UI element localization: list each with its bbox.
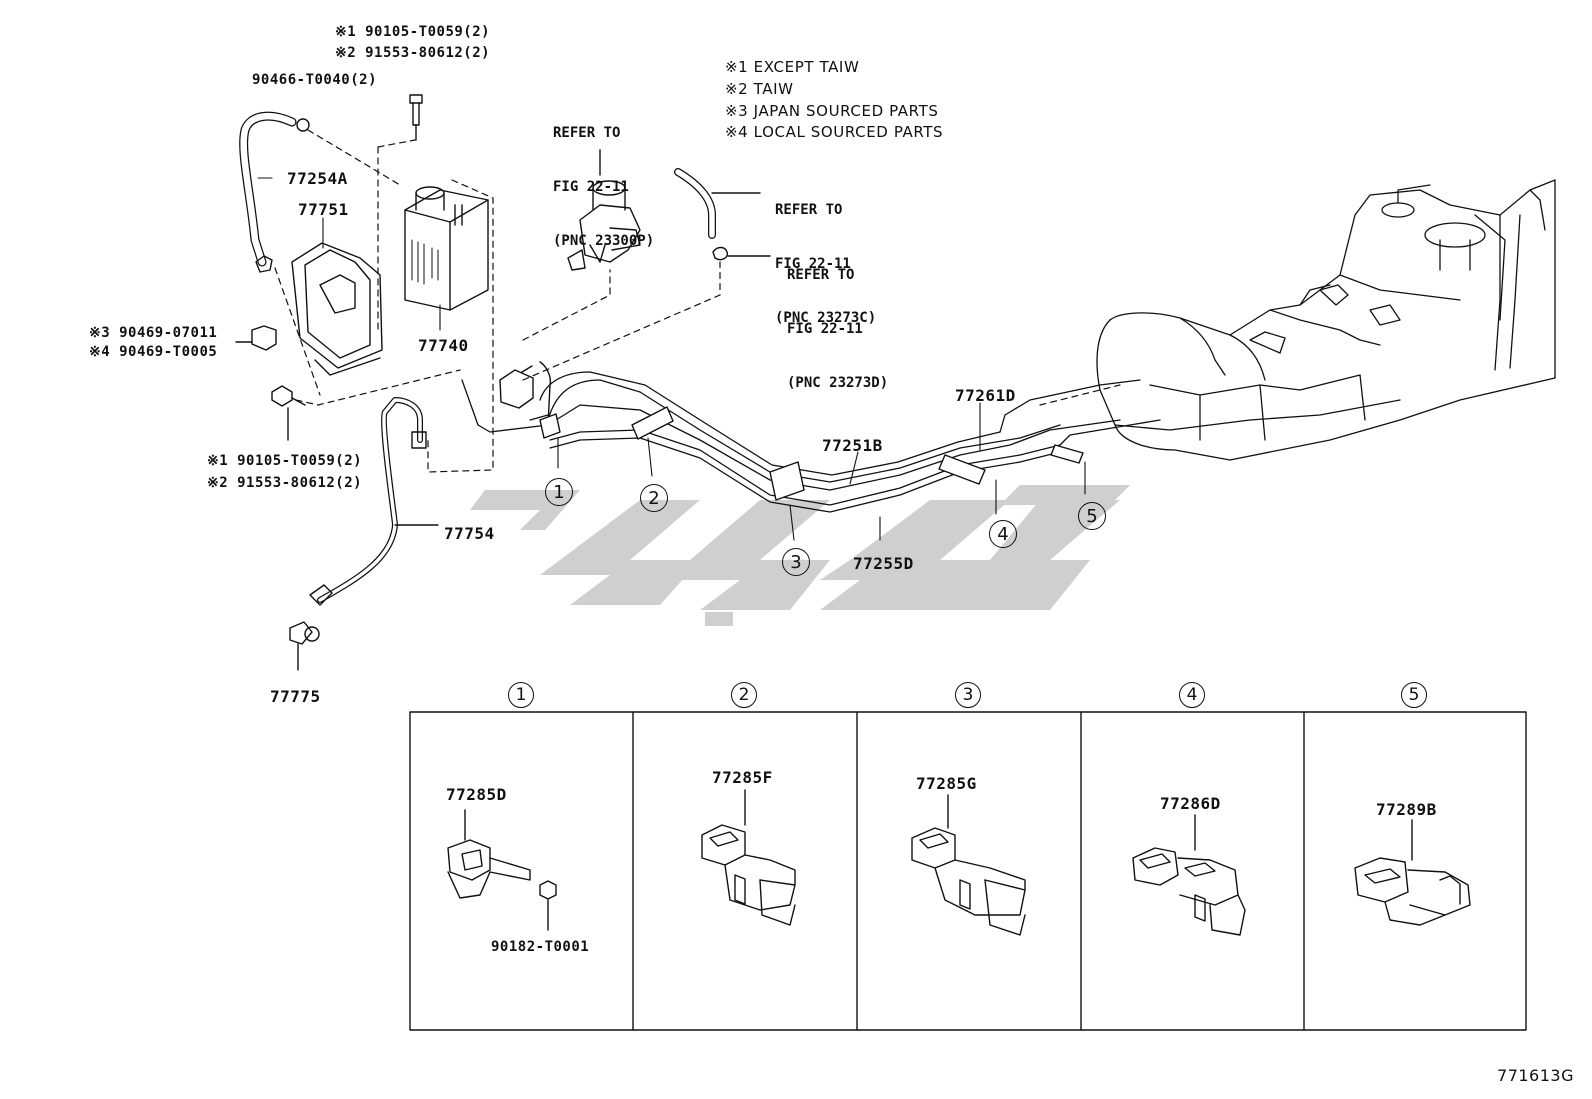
panel-number-badge: 5 bbox=[1401, 682, 1427, 708]
panel-1-number: 1 bbox=[507, 678, 535, 708]
ref-23273c[interactable]: REFER TO FIG 22-11 (PNC 23273C) bbox=[775, 165, 876, 363]
part-label-bolt-bottom-2[interactable]: ※2 91553-80612(2) bbox=[207, 475, 363, 491]
panel-2-part[interactable]: 77285F bbox=[712, 768, 773, 787]
note-2: ※2 TAIW bbox=[725, 80, 794, 98]
figure-id: 771613G bbox=[1497, 1066, 1574, 1085]
ref-line: REFER TO bbox=[553, 125, 621, 141]
ref-line: FIG 22-11 bbox=[787, 321, 863, 337]
part-label-connector[interactable]: 77775 bbox=[270, 687, 321, 706]
ref-line: (PNC 23300P) bbox=[553, 233, 655, 249]
panel-number-badge: 3 bbox=[955, 682, 981, 708]
note-3: ※3 JAPAN SOURCED PARTS bbox=[725, 102, 939, 120]
panel-1-part[interactable]: 77285D bbox=[446, 785, 507, 804]
part-label-hose-top[interactable]: 77254A bbox=[287, 169, 348, 188]
part-label-bracket[interactable]: 77751 bbox=[298, 200, 349, 219]
ref-line: (PNC 23273C) bbox=[775, 310, 877, 326]
part-label-clamp-top[interactable]: 90466-T0040(2) bbox=[252, 72, 378, 88]
note-1: ※1 EXCEPT TAIW bbox=[725, 58, 860, 76]
panel-number-badge: 4 bbox=[1179, 682, 1205, 708]
part-label-clip-left-1[interactable]: ※3 90469-07011 bbox=[89, 325, 218, 341]
watermark-logo bbox=[470, 485, 1130, 626]
panel-3-number: 3 bbox=[954, 678, 982, 708]
panel-1-extra[interactable]: 90182-T0001 bbox=[491, 939, 590, 955]
part-label-tube-lower[interactable]: 77754 bbox=[444, 524, 495, 543]
ref-line: FIG 22-11 bbox=[553, 179, 629, 195]
callout-4[interactable]: 4 bbox=[989, 520, 1017, 548]
part-label-canister[interactable]: 77740 bbox=[418, 336, 469, 355]
panel-5-number: 5 bbox=[1400, 678, 1428, 708]
callout-1[interactable]: 1 bbox=[545, 478, 573, 506]
part-label-bolt-top-2[interactable]: ※2 91553-80612(2) bbox=[335, 45, 491, 61]
panel-4-number: 4 bbox=[1178, 678, 1206, 708]
part-label-tube-tank[interactable]: 77261D bbox=[955, 386, 1016, 405]
panel-number-badge: 1 bbox=[508, 682, 534, 708]
ref-line: (PNC 23273D) bbox=[787, 375, 889, 391]
ref-line: REFER TO bbox=[787, 267, 855, 283]
part-label-tube-second[interactable]: 77255D bbox=[853, 554, 914, 573]
callout-2[interactable]: 2 bbox=[640, 484, 668, 512]
part-label-tube-main[interactable]: 77251B bbox=[822, 436, 883, 455]
note-4: ※4 LOCAL SOURCED PARTS bbox=[725, 123, 944, 141]
panel-4-part[interactable]: 77286D bbox=[1160, 794, 1221, 813]
part-label-clip-left-2[interactable]: ※4 90469-T0005 bbox=[89, 344, 218, 360]
part-label-bolt-top-1[interactable]: ※1 90105-T0059(2) bbox=[335, 24, 491, 40]
part-label-bolt-bottom-1[interactable]: ※1 90105-T0059(2) bbox=[207, 453, 363, 469]
panel-3-part[interactable]: 77285G bbox=[916, 774, 977, 793]
ref-23300p[interactable]: REFER TO FIG 22-11 (PNC 23300P) bbox=[553, 88, 654, 286]
callout-5[interactable]: 5 bbox=[1078, 502, 1106, 530]
panel-number-badge: 2 bbox=[731, 682, 757, 708]
ref-line: FIG 22-11 bbox=[775, 256, 851, 272]
panel-5-part[interactable]: 77289B bbox=[1376, 800, 1437, 819]
panel-2-number: 2 bbox=[730, 678, 758, 708]
callout-3[interactable]: 3 bbox=[782, 548, 810, 576]
ref-23273d[interactable]: REFER TO FIG 22-11 (PNC 23273D) bbox=[787, 230, 888, 428]
ref-line: REFER TO bbox=[775, 202, 843, 218]
